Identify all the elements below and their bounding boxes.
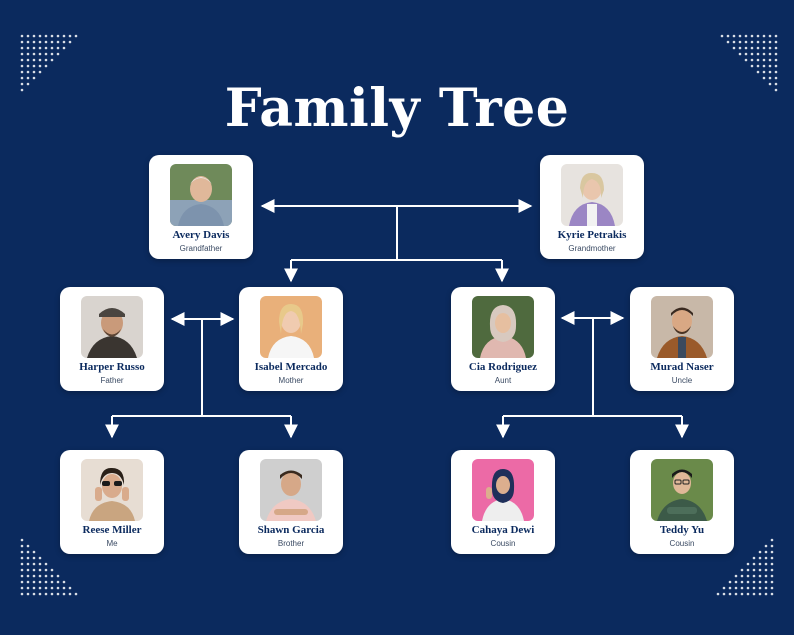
member-card-cahaya-dewi[interactable]: Cahaya Dewi Cousin — [451, 450, 555, 554]
member-card-murad-naser[interactable]: Murad Naser Uncle — [630, 287, 734, 391]
member-card-avery-davis[interactable]: Avery Davis Grandfather — [149, 155, 253, 259]
avatar — [561, 164, 623, 226]
avatar — [472, 296, 534, 358]
dots-top-left — [20, 34, 78, 92]
member-card-cia-rodriguez[interactable]: Cia Rodriguez Aunt — [451, 287, 555, 391]
member-card-reese-miller[interactable]: Reese Miller Me — [60, 450, 164, 554]
member-name: Teddy Yu — [659, 524, 705, 536]
member-name: Isabel Mercado — [254, 361, 328, 373]
member-role: Uncle — [671, 376, 693, 385]
member-role: Grandfather — [179, 244, 223, 253]
member-role: Brother — [277, 539, 305, 548]
member-card-harper-russo[interactable]: Harper Russo Father — [60, 287, 164, 391]
member-role: Mother — [278, 376, 304, 385]
avatar — [472, 459, 534, 521]
member-role: Cousin — [669, 539, 695, 548]
member-card-teddy-yu[interactable]: Teddy Yu Cousin — [630, 450, 734, 554]
member-name: Reese Miller — [82, 524, 142, 536]
member-name: Cia Rodriguez — [468, 361, 538, 373]
dots-top-right — [720, 34, 778, 92]
member-name: Cahaya Dewi — [471, 524, 535, 536]
member-card-kyrie-petrakis[interactable]: Kyrie Petrakis Grandmother — [540, 155, 644, 259]
member-role: Father — [100, 376, 124, 385]
member-card-shawn-garcia[interactable]: Shawn Garcia Brother — [239, 450, 343, 554]
member-role: Me — [106, 539, 118, 548]
member-role: Grandmother — [568, 244, 616, 253]
avatar — [170, 164, 232, 226]
member-name: Shawn Garcia — [257, 524, 325, 536]
avatar — [260, 296, 322, 358]
avatar — [81, 296, 143, 358]
member-name: Harper Russo — [79, 361, 145, 373]
avatar — [81, 459, 143, 521]
member-role: Aunt — [494, 376, 512, 385]
member-name: Kyrie Petrakis — [557, 229, 627, 241]
member-name: Murad Naser — [650, 361, 714, 373]
avatar — [651, 459, 713, 521]
page-title: Family Tree — [224, 78, 570, 139]
avatar — [651, 296, 713, 358]
dots-bottom-left — [20, 538, 78, 596]
avatar — [260, 459, 322, 521]
member-role: Cousin — [490, 539, 516, 548]
member-name: Avery Davis — [172, 229, 230, 241]
member-card-isabel-mercado[interactable]: Isabel Mercado Mother — [239, 287, 343, 391]
dots-bottom-right — [716, 538, 774, 596]
